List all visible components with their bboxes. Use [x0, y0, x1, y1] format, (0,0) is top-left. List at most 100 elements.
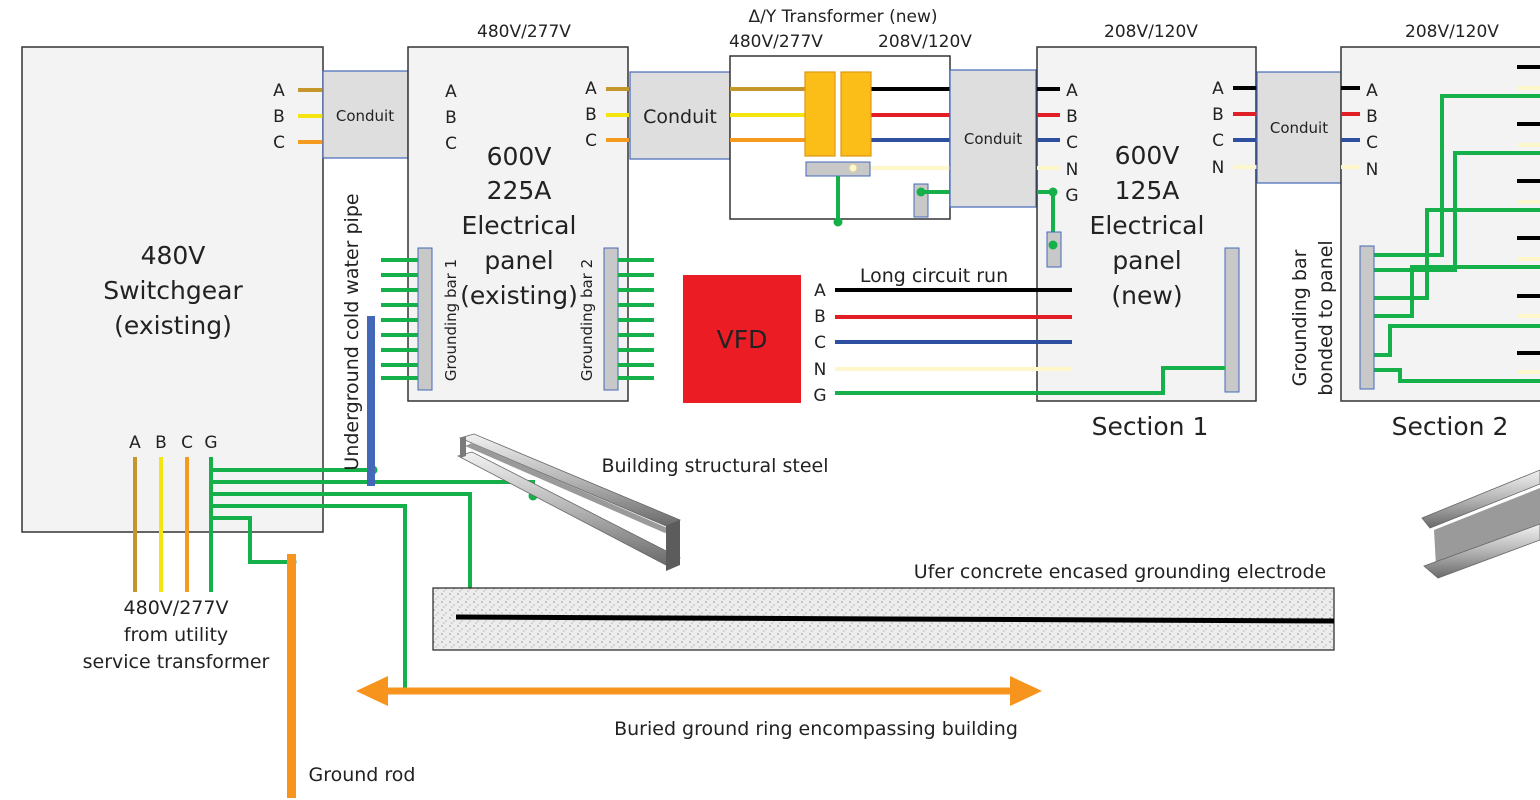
ground-rod-label: Ground rod — [308, 764, 415, 786]
switchgear-title-1: 480V — [141, 241, 206, 270]
switchgear: 480V Switchgear (existing) A B C A B C G… — [21, 46, 324, 673]
section-2-voltage: 208V/120V — [1405, 22, 1499, 42]
transformer-secondary-winding — [840, 71, 872, 157]
ufer-rebar — [455, 614, 1335, 624]
panel-new-line-4: panel — [1112, 246, 1181, 275]
structural-steel-beam — [456, 433, 682, 571]
panel-existing-in-a: A — [445, 82, 457, 102]
grounding-bar-2-conductors — [618, 258, 654, 380]
panel-new-box — [1036, 46, 1257, 402]
panel-existing-line-1: 600V — [487, 142, 552, 171]
panel-existing-in-b: B — [445, 108, 457, 128]
grounding-bar-1-label: Grounding bar 1 — [442, 259, 460, 381]
vfd-box — [683, 275, 801, 403]
conduit-2 — [629, 71, 731, 160]
section-2-in-a: A — [1366, 81, 1378, 101]
long-run-label: Long circuit run — [860, 265, 1008, 287]
grounding-bar-2-label: Grounding bar 2 — [578, 259, 596, 381]
panel-existing-out-b: B — [585, 105, 597, 125]
long-run-g: G — [813, 386, 826, 406]
switchgear-bottom-g: G — [204, 433, 217, 453]
conduit-1 — [322, 70, 409, 159]
ground-rod — [287, 554, 296, 798]
conduit-1-label: Conduit — [336, 107, 394, 125]
cold-water-pipe-label: Underground cold water pipe — [341, 193, 363, 470]
switchgear-bottom-a: A — [129, 433, 141, 453]
panel-new-out-n: N — [1212, 158, 1225, 178]
panel-new-out-b: B — [1212, 105, 1224, 125]
section-2-bar-label-1: Grounding bar — [1289, 249, 1311, 386]
transformer-neutral-bar — [805, 161, 871, 177]
panel-existing: 480V/277V A B C A B C 600V 225A Electric… — [407, 22, 629, 402]
switchgear-box — [21, 46, 324, 533]
ground-ring-label: Buried ground ring encompassing building — [614, 718, 1018, 740]
ufer-label: Ufer concrete encased grounding electrod… — [914, 561, 1326, 583]
panel-existing-box — [407, 46, 629, 402]
panel-new-line-1: 600V — [1115, 141, 1180, 170]
conduit-4 — [1256, 71, 1342, 184]
section-2-in-b: B — [1366, 107, 1378, 127]
switchgear-phase-a: A — [273, 81, 285, 101]
transformer-primary: 480V/277V — [729, 32, 823, 52]
vfd-label: VFD — [717, 325, 768, 354]
source-line-2: from utility — [124, 624, 228, 646]
panel-existing-out-c: C — [585, 131, 597, 151]
section-2-grounding-bar — [1359, 245, 1375, 390]
panel-new-voltage: 208V/120V — [1104, 22, 1198, 42]
panel-existing-line-4: panel — [484, 246, 553, 275]
grounding-bar-1 — [417, 247, 433, 391]
switchgear-phase-c: C — [273, 133, 285, 153]
transformer-secondary: 208V/120V — [878, 32, 972, 52]
panel-new: 208V/120V A B C N G A B C N 600V 125A El… — [1036, 22, 1257, 441]
cold-water-pipe — [367, 316, 375, 486]
panel-new-in-g: G — [1065, 186, 1078, 206]
panel-new-line-2: 125A — [1115, 176, 1180, 205]
transformer-title: Δ/Y Transformer (new) — [749, 7, 938, 27]
panel-existing-in-c: C — [445, 134, 457, 154]
panel-existing-out-a: A — [585, 79, 597, 99]
panel-new-grounding-bar — [1224, 247, 1240, 393]
panel-new-line-3: Electrical — [1090, 211, 1205, 240]
long-run-b: B — [814, 307, 826, 327]
section-1-label: Section 1 — [1092, 412, 1209, 441]
panel-new-in-a: A — [1066, 81, 1078, 101]
long-run-c: C — [814, 333, 826, 353]
conduit-3-label: Conduit — [964, 130, 1022, 148]
switchgear-bottom-c: C — [181, 433, 193, 453]
section-2-label: Section 2 — [1392, 412, 1509, 441]
long-run-n: N — [814, 360, 827, 380]
panel-existing-line-2: 225A — [487, 176, 552, 205]
grounding-bar-2 — [603, 247, 619, 391]
panel-existing-line-5: (existing) — [460, 281, 578, 310]
long-run-a: A — [814, 281, 826, 301]
section-2-ground-conductors — [1374, 94, 1540, 383]
transformer-primary-winding — [804, 71, 836, 157]
panel-existing-line-3: Electrical — [462, 211, 577, 240]
panel-new-neutral-bar — [1046, 231, 1062, 268]
switchgear-title-2: Switchgear — [103, 276, 243, 305]
source-line-1: 480V/277V — [124, 597, 229, 619]
section-2-in-n: N — [1366, 160, 1379, 180]
conduit-4-label: Conduit — [1270, 119, 1328, 137]
panel-new-in-c: C — [1066, 133, 1078, 153]
switchgear-phase-b: B — [273, 107, 285, 127]
structural-steel-beam-2 — [1421, 469, 1540, 579]
conduit-3 — [949, 69, 1037, 208]
ground-ring — [356, 676, 1042, 706]
panel-new-in-b: B — [1066, 107, 1078, 127]
structural-steel-label: Building structural steel — [601, 455, 828, 477]
switchgear-title-3: (existing) — [114, 311, 232, 340]
panel-new-line-5: (new) — [1111, 281, 1182, 310]
section-2-in-c: C — [1366, 133, 1378, 153]
section-2: 208V/120V A B C N — [1289, 22, 1540, 441]
panel-new-out-a: A — [1212, 79, 1224, 99]
section-2-branch-stubs — [1517, 65, 1540, 374]
grounding-bar-1-conductors — [381, 258, 418, 380]
section-2-bar-label-2: bonded to panel — [1315, 240, 1337, 395]
switchgear-bottom-b: B — [155, 433, 167, 453]
conduit-2-label: Conduit — [643, 106, 717, 128]
long-run-conductors: A B C N G — [813, 281, 1225, 406]
panel-new-out-c: C — [1212, 131, 1224, 151]
panel-new-in-n: N — [1066, 160, 1079, 180]
